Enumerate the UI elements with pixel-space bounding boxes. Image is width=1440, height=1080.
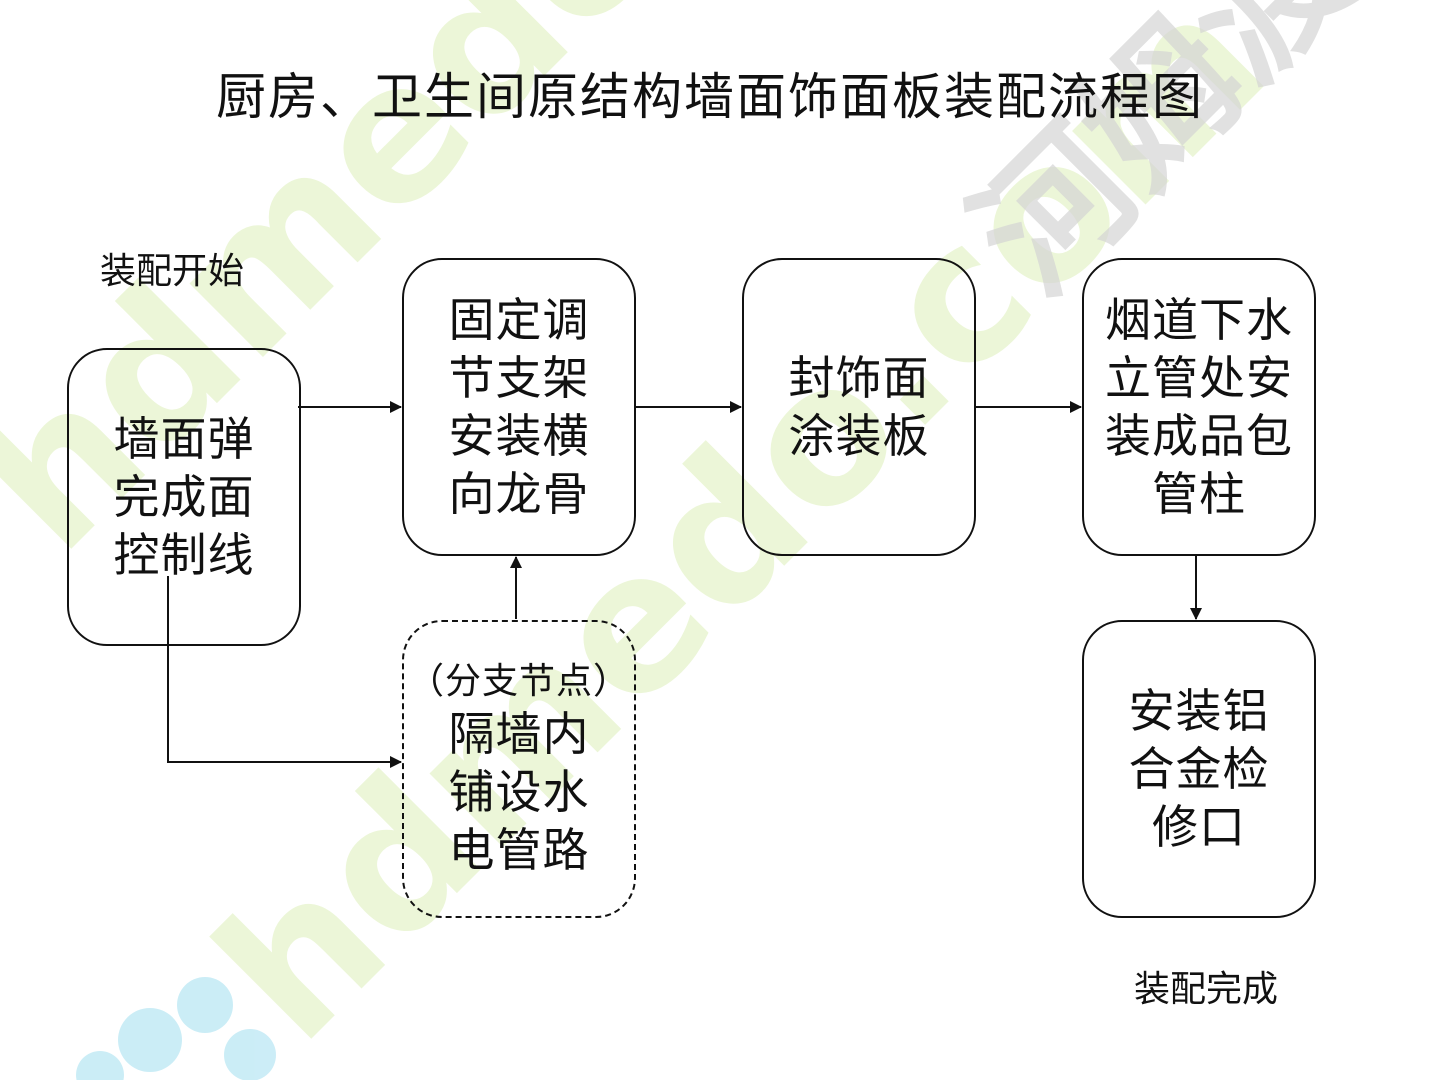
node-snap-control-line-text: 墙面弹 完成面 控制线 (113, 412, 255, 582)
node-snap-control-line: 墙面弹 完成面 控制线 (67, 348, 301, 646)
node-pipe-column-text: 烟道下水 立管处安 装成品包 管柱 (1105, 293, 1293, 521)
diagram-title: 厨房、卫生间原结构墙面饰面板装配流程图 (216, 68, 1204, 126)
node-access-door-text: 安装铝 合金检 修口 (1128, 684, 1270, 854)
node-branch-pipes: （分支节点） 隔墙内 铺设水 电管路 (402, 620, 636, 918)
node-install-frame-text: 固定调 节支架 安装横 向龙骨 (448, 293, 590, 521)
start-label: 装配开始 (100, 251, 245, 292)
node-access-door: 安装铝 合金检 修口 (1082, 620, 1316, 918)
node-pipe-column: 烟道下水 立管处安 装成品包 管柱 (1082, 258, 1316, 556)
node-seal-panel: 封饰面 涂装板 (742, 258, 976, 556)
node-install-frame: 固定调 节支架 安装横 向龙骨 (402, 258, 636, 556)
end-label: 装配完成 (1134, 969, 1279, 1010)
node-seal-panel-text: 封饰面 涂装板 (788, 351, 930, 463)
node-branch-pipes-text: 隔墙内 铺设水 电管路 (448, 707, 590, 877)
node-branch-tag: （分支节点） (407, 661, 630, 702)
arrow-snap-to-branch (167, 576, 402, 768)
